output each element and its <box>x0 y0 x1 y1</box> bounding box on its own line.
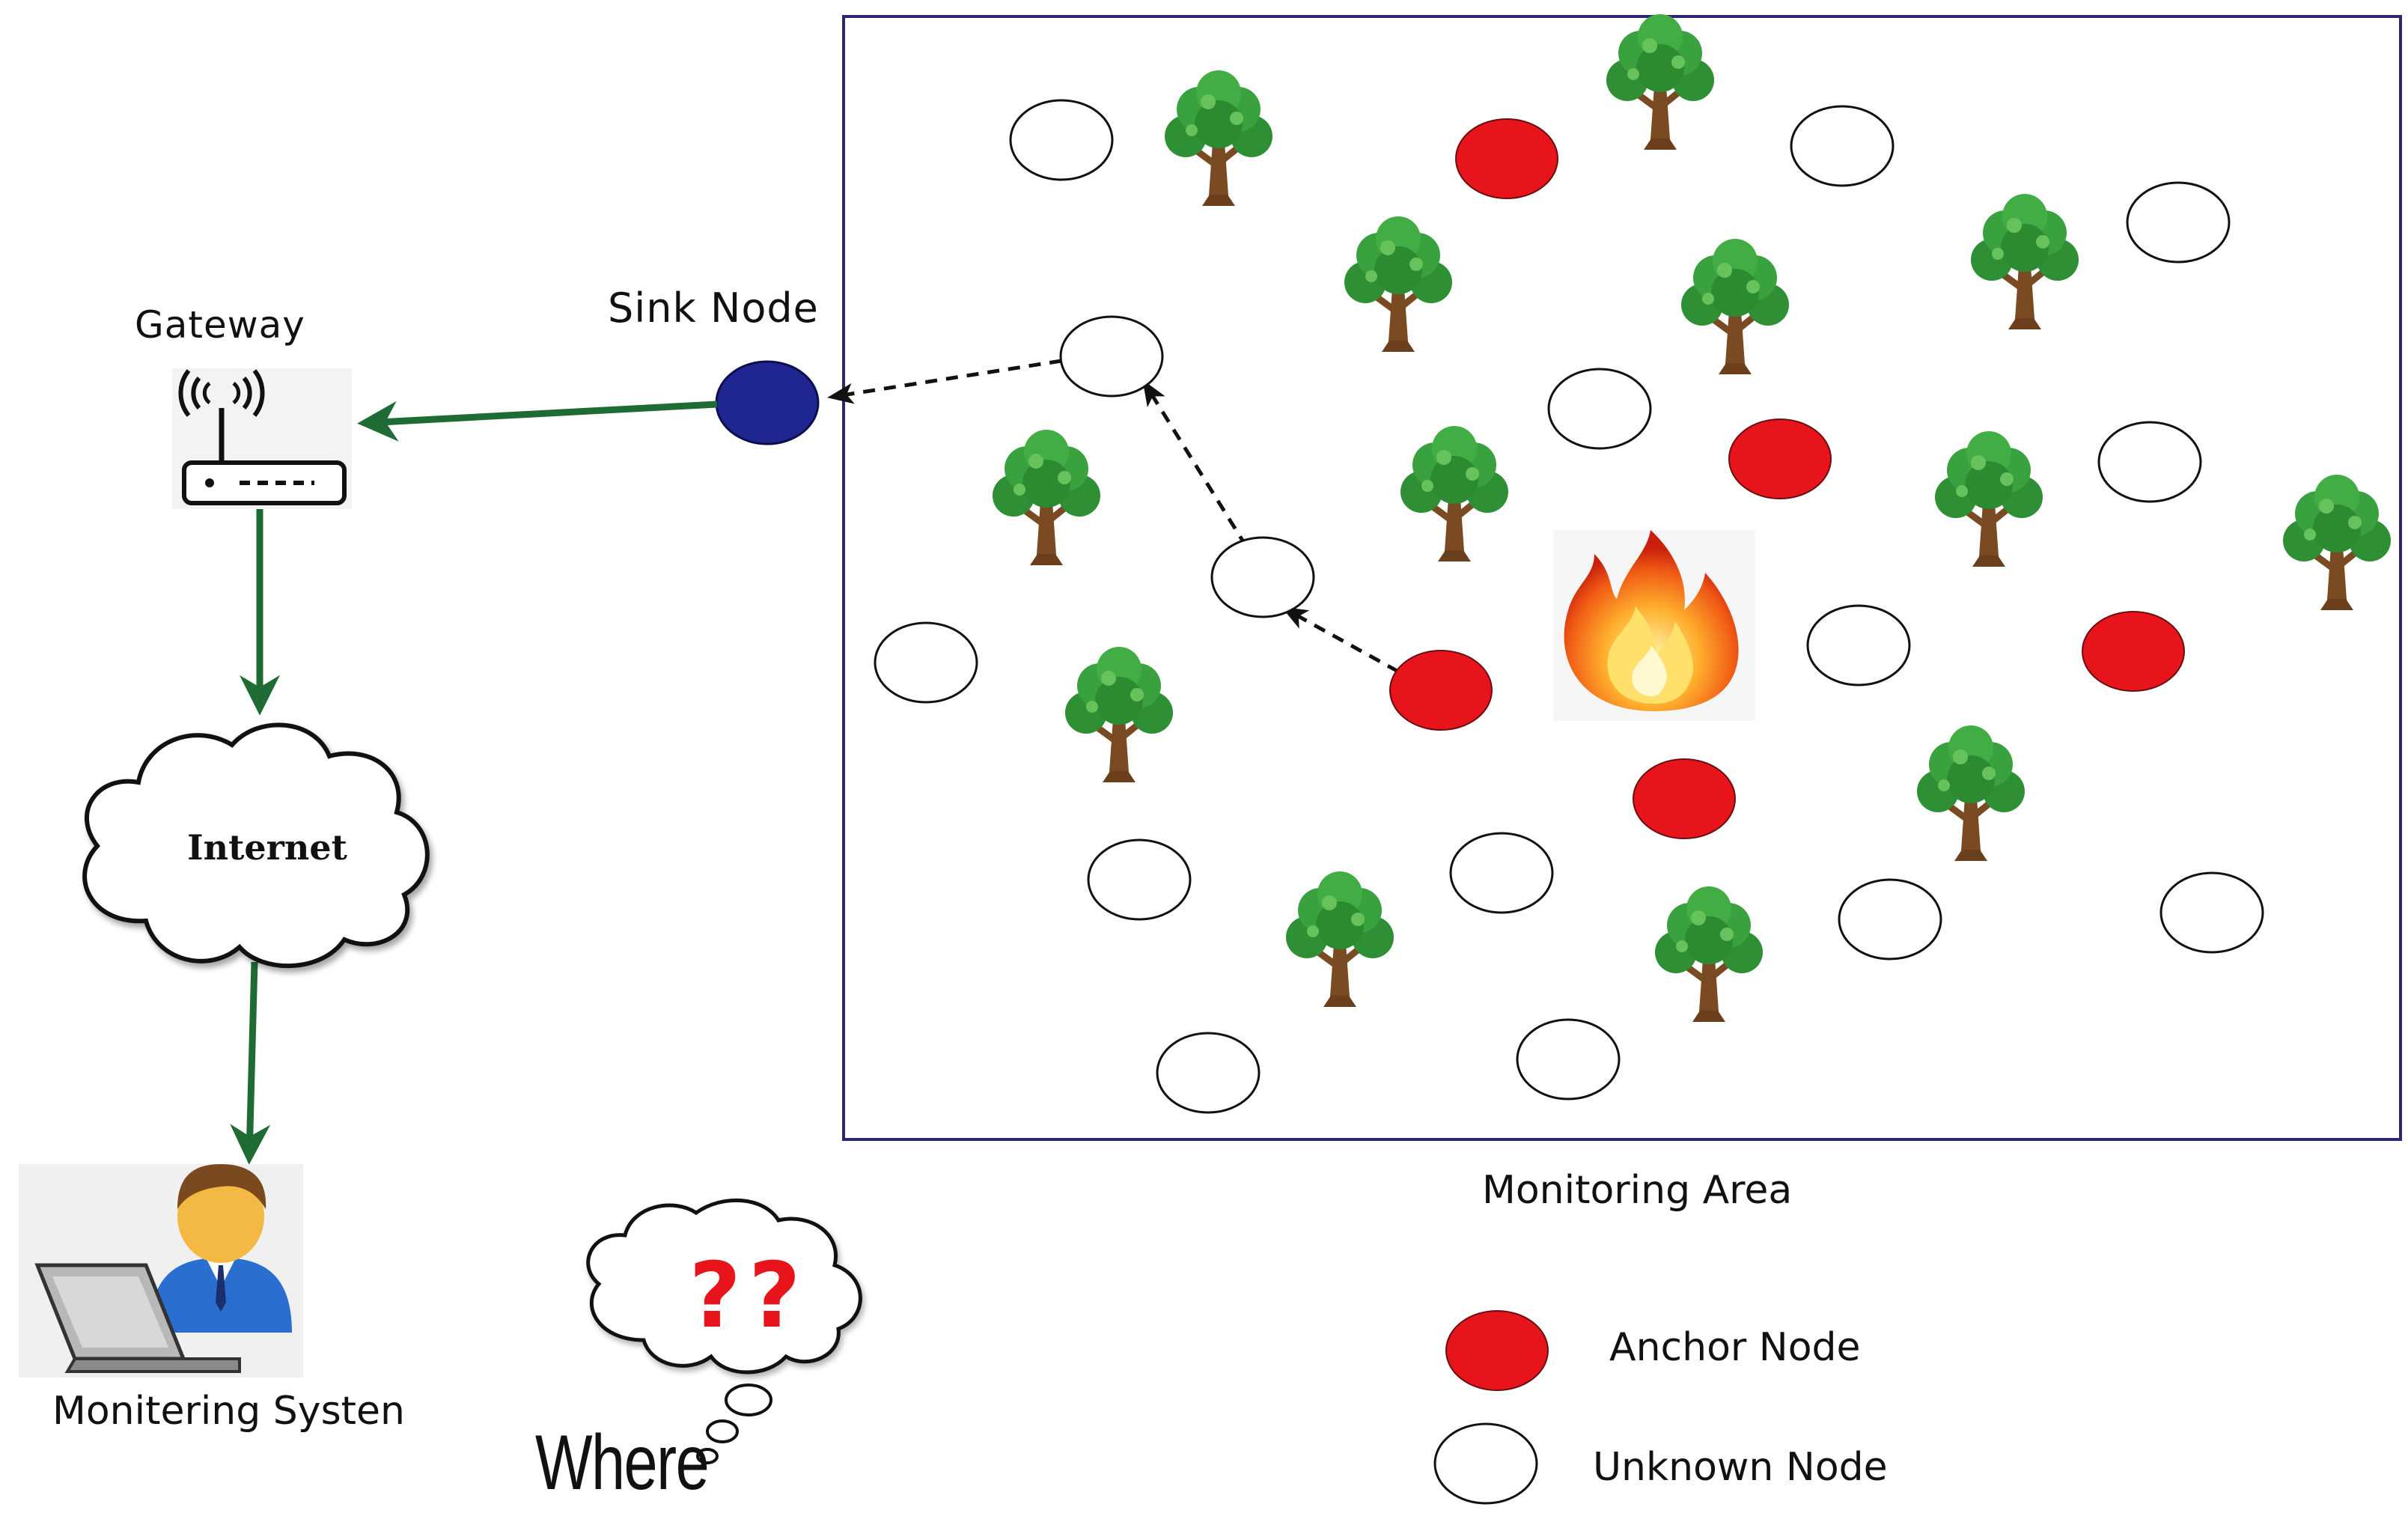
unknown-node <box>2097 421 2202 503</box>
tree-icon <box>1681 239 1789 374</box>
unknown-node <box>2159 871 2264 954</box>
legend-unknown-swatch <box>1433 1422 1538 1505</box>
fire-icon <box>1553 530 1755 721</box>
unknown-node <box>874 621 978 704</box>
sink-node-label: Sink Node <box>608 284 819 332</box>
anchor-node <box>1633 758 1736 839</box>
unknown-node <box>1449 832 1554 914</box>
unknown-node <box>1516 1018 1621 1101</box>
unknown-node <box>1838 878 1942 961</box>
tree-icon <box>993 430 1100 565</box>
monitoring-area-label: Monitoring Area <box>1482 1168 1793 1213</box>
data-route <box>827 359 1400 674</box>
tree-icon <box>1917 725 2025 861</box>
unknown-node <box>1547 368 1652 450</box>
unknown-node <box>1156 1032 1261 1114</box>
legend-unknown-label: Unknown Node <box>1593 1445 1888 1490</box>
unknown-node <box>1790 105 1895 187</box>
where-label: Where <box>535 1419 710 1506</box>
cloud-icon: Internet <box>82 722 430 968</box>
tree-icon <box>2283 475 2391 610</box>
legend-anchor-swatch <box>1445 1310 1549 1391</box>
route-unknown-to-unknown <box>1142 380 1249 548</box>
anchor-node <box>1389 650 1493 731</box>
tree-icon <box>1971 194 2079 329</box>
tree-icon <box>1065 647 1173 782</box>
legend <box>1433 1310 1549 1505</box>
sink-node <box>715 360 820 445</box>
network-links <box>230 401 718 1165</box>
tree-icon <box>1400 426 1508 561</box>
gateway-label: Gateway <box>135 303 305 347</box>
tree-icon <box>1165 70 1272 206</box>
anchor-nodes <box>1389 118 2185 839</box>
legend-anchor-label: Anchor Node <box>1609 1325 1861 1370</box>
unknown-node <box>1059 315 1164 398</box>
internet-label: Internet <box>187 827 347 868</box>
unknown-node <box>1210 536 1315 618</box>
link-internet-to-monitoring <box>230 961 271 1165</box>
unknown-nodes <box>874 99 2264 1114</box>
link-sink-to-gateway <box>357 401 718 442</box>
tree-icon <box>1935 431 2043 567</box>
unknown-node <box>1009 99 1114 181</box>
unknown-node <box>1806 604 1911 687</box>
unknown-node <box>1087 838 1192 921</box>
tree-icon <box>1344 216 1452 352</box>
question-marks: ?? <box>689 1244 808 1348</box>
tree-icon <box>1286 871 1394 1007</box>
anchor-node <box>1728 418 1832 499</box>
monitoring-area-border <box>842 15 2402 1141</box>
monitoring-system-label: Monitering Systen <box>52 1389 405 1434</box>
tree-icon <box>1606 14 1714 150</box>
wifi-router-icon <box>172 368 352 509</box>
route-anchor-to-unknown <box>1281 606 1400 674</box>
tree-icons <box>993 14 2391 1022</box>
user-laptop-icon <box>19 1164 303 1378</box>
unknown-node <box>2126 181 2231 264</box>
anchor-node <box>2082 611 2185 692</box>
thought-bubble-icon: ?? <box>586 1198 862 1464</box>
route-unknown-to-sink <box>827 359 1062 404</box>
tree-icon <box>1655 886 1763 1022</box>
anchor-node <box>1455 118 1558 199</box>
